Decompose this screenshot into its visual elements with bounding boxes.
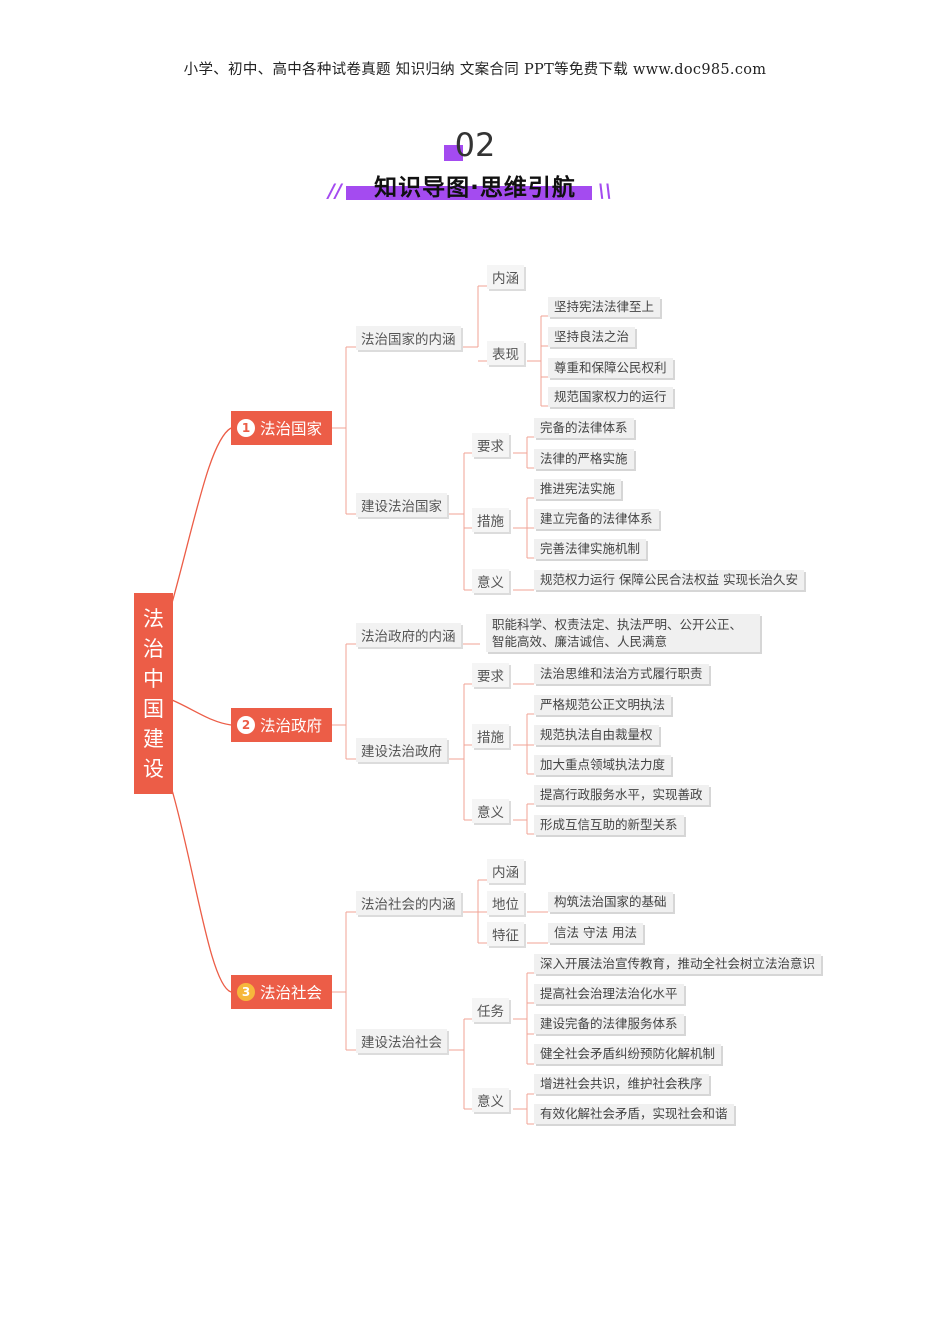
b1-yaoqiu-node: 要求 [472, 433, 509, 457]
b3-diwei-leaf: 构筑法治国家的基础 [548, 892, 673, 912]
branch2-connector [332, 643, 464, 760]
b1-sub1-node: 法治国家的内涵 [356, 326, 461, 350]
b3-renwu-leaf: 健全社会矛盾纠纷预防化解机制 [534, 1044, 722, 1064]
mindmap-root: 法 治 中 国 建 设 [134, 593, 173, 794]
b2-yiyi-leaf: 提高行政服务水平，实现善政 [534, 785, 709, 805]
b1-sub1-connector [477, 285, 487, 362]
b3-sub1-connector [477, 879, 487, 944]
root-char: 建 [143, 726, 164, 751]
b1-neihan-node: 内涵 [487, 265, 524, 289]
branch-number-badge: 2 [237, 716, 255, 734]
branch-label: 法治政府 [260, 717, 323, 735]
b2-sub2-connector [463, 683, 472, 821]
root-to-branch2-line [171, 699, 232, 726]
b3-yiyi-leaf: 有效化解社会矛盾，实现社会和谐 [534, 1104, 734, 1124]
b3-renwu-node: 任务 [472, 998, 509, 1022]
b1-biaoxian-leaf: 规范国家权力的运行 [548, 387, 673, 407]
title-highlight [346, 186, 592, 200]
branch3-connector [332, 911, 478, 1051]
branch1-connector [332, 346, 478, 515]
section-title: 知识导图·思维引航 [374, 175, 576, 201]
b1-cuoshi-leaf: 建立完备的法律体系 [534, 509, 659, 529]
root-char: 法 [143, 606, 164, 631]
b2-cuoshi-leaf: 加大重点领域执法力度 [534, 755, 672, 775]
branch-label: 法治社会 [260, 984, 323, 1002]
b2-yaoqiu-leaf: 法治思维和法治方式履行职责 [534, 664, 709, 684]
b3-renwu-connector [513, 972, 534, 1065]
number-highlight [444, 145, 463, 161]
b3-renwu-leaf: 提高社会治理法治化水平 [534, 984, 684, 1004]
b1-cuoshi-leaf: 完善法律实施机制 [534, 539, 647, 559]
b2-yiyi-connector [513, 803, 534, 835]
b2-yiyi-leaf: 形成互信互助的新型关系 [534, 815, 684, 835]
section-number: 02 [454, 126, 496, 164]
b2-cuoshi-leaf: 规范执法自由裁量权 [534, 725, 659, 745]
b2-neihan-leaf: 职能科学、权责法定、执法严明、公开公正、智能高效、廉洁诚信、人民满意 [486, 614, 760, 652]
b1-biaoxian-node: 表现 [487, 341, 524, 365]
b2-cuoshi-leaf: 严格规范公正文明执法 [534, 695, 672, 715]
b1-biaoxian-leaf: 尊重和保障公民权利 [548, 358, 673, 378]
page-header: 小学、初中、高中各种试卷真题 知识归纳 文案合同 PPT等免费下载 www.do… [183, 62, 767, 78]
b1-yaoqiu-leaf: 法律的严格实施 [534, 449, 634, 469]
b3-renwu-leaf: 建设完备的法律服务体系 [534, 1014, 684, 1034]
b1-biaoxian-leaf: 坚持良法之治 [548, 327, 636, 347]
b2-sub1-node: 法治政府的内涵 [356, 623, 461, 647]
root-char: 国 [143, 696, 164, 721]
branch-number-badge: 1 [237, 419, 255, 437]
b3-yiyi-leaf: 增进社会共识，维护社会秩序 [534, 1074, 709, 1094]
b2-yiyi-node: 意义 [472, 799, 509, 823]
b3-yiyi-connector [513, 1093, 534, 1125]
b2-sub2-node: 建设法治政府 [356, 738, 447, 762]
b1-yiyi-leaf: 规范权力运行 保障公民合法权益 实现长治久安 [534, 570, 804, 590]
b1-cuoshi-leaf: 推进宪法实施 [534, 479, 622, 499]
b3-sub2-node: 建设法治社会 [356, 1029, 447, 1053]
branch-3: 3 法治社会 [231, 975, 332, 1009]
b3-sub1-node: 法治社会的内涵 [356, 891, 461, 915]
b1-yiyi-node: 意义 [472, 569, 509, 593]
b1-biaoxian-leaf: 坚持宪法法律至上 [548, 297, 661, 317]
b3-renwu-leaf: 深入开展法治宣传教育，推动全社会树立法治意识 [534, 954, 822, 974]
root-to-branch1-line [171, 427, 232, 604]
root-to-branch3-line [171, 789, 232, 993]
root-char: 治 [143, 636, 164, 661]
title-slash-right: \\ [598, 180, 612, 202]
b1-yaoqiu-leaf: 完备的法律体系 [534, 418, 634, 438]
b3-tezheng-leaf: 信法 守法 用法 [548, 923, 643, 943]
b3-yiyi-node: 意义 [472, 1088, 509, 1112]
root-char: 中 [143, 666, 164, 691]
branch-1: 1 法治国家 [231, 411, 332, 445]
b3-diwei-node: 地位 [487, 891, 524, 915]
b1-sub2-node: 建设法治国家 [356, 493, 447, 517]
b2-yaoqiu-node: 要求 [472, 663, 509, 687]
b1-yaoqiu-connector [513, 436, 534, 469]
b3-sub2-connector [463, 1018, 472, 1110]
b3-neihan-node: 内涵 [487, 859, 524, 883]
b1-cuoshi-node: 措施 [472, 508, 509, 532]
b2-cuoshi-connector [513, 713, 534, 775]
branch-label: 法治国家 [260, 420, 323, 438]
b1-cuoshi-connector [513, 497, 534, 559]
branch-number-badge: 3 [237, 983, 255, 1001]
b2-cuoshi-node: 措施 [472, 724, 509, 748]
root-char: 设 [143, 756, 164, 781]
b1-sub2-connector [463, 452, 472, 591]
b1-biaoxian-connector [527, 315, 548, 407]
branch-2: 2 法治政府 [231, 708, 332, 742]
b3-tezheng-node: 特征 [487, 922, 524, 946]
title-slash-left: // [328, 180, 342, 202]
